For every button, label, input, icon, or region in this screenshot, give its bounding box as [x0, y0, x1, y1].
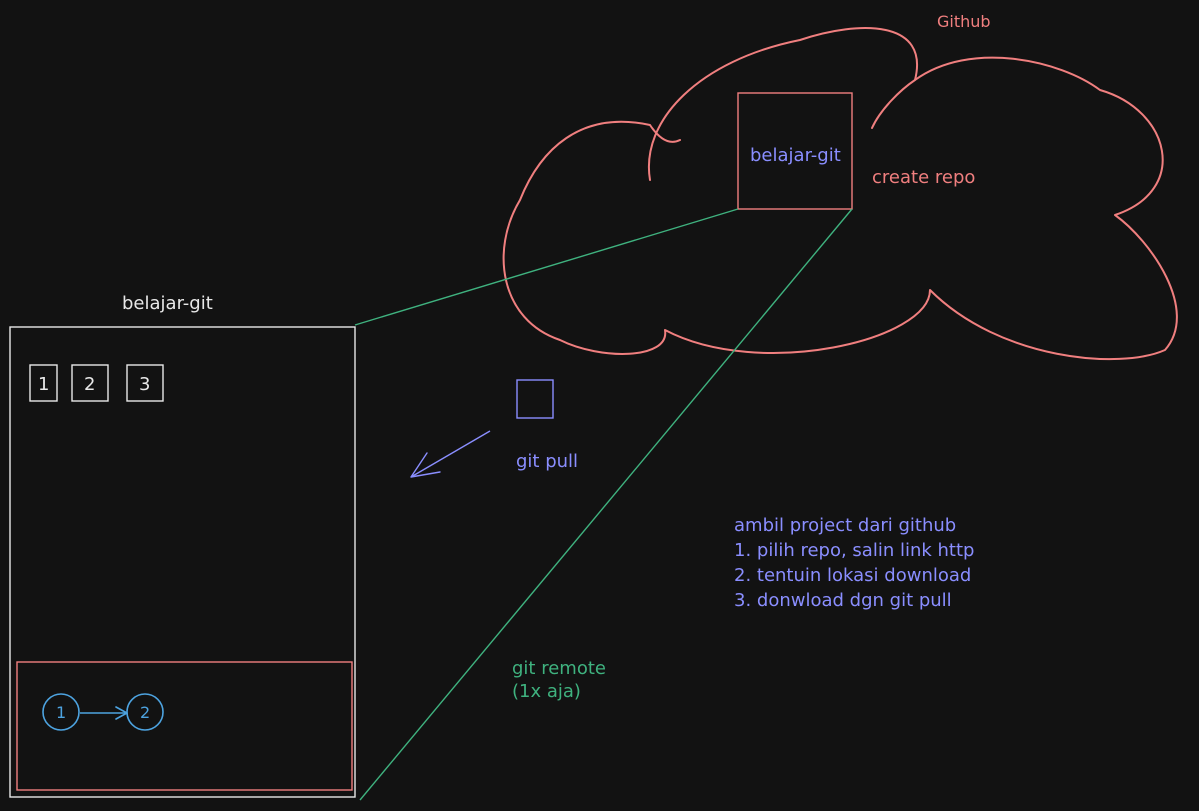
file-label-1: 1: [38, 374, 49, 395]
file-box-3: [126, 364, 164, 402]
local-repo-box: [9, 326, 356, 798]
git-remote-label: git remote: [512, 658, 606, 679]
notes-line-1: ambil project dari github: [734, 515, 956, 536]
cloud-title: Github: [937, 12, 991, 31]
file-label-2: 2: [84, 374, 95, 395]
github-cloud: [502, 27, 1178, 361]
commit-label-1: 1: [56, 703, 66, 722]
cloud-inner-stroke: [871, 79, 916, 129]
git-pull-label: git pull: [516, 451, 578, 472]
pull-box: [516, 379, 554, 419]
commit-node-1: [42, 693, 80, 731]
create-repo-label: create repo: [872, 167, 975, 188]
notes-line-4: 3. donwload dgn git pull: [734, 590, 952, 611]
notes-line-2: 1. pilih repo, salin link http: [734, 540, 974, 561]
github-repo-label: belajar-git: [750, 145, 841, 166]
file-box-2: [71, 364, 109, 402]
notes-line-3: 2. tentuin lokasi download: [734, 565, 971, 586]
commit-arrow-head: [115, 706, 128, 720]
commit-label-2: 2: [140, 703, 150, 722]
github-repo-box: [737, 92, 853, 210]
file-label-3: 3: [139, 374, 150, 395]
local-repo-title: belajar-git: [122, 293, 213, 314]
pull-arrow-head: [410, 452, 441, 478]
connector-line-top: [354, 208, 739, 326]
file-box-1: [29, 364, 58, 402]
commit-history-box: [16, 661, 353, 791]
git-remote-note: (1x aja): [512, 681, 581, 702]
pull-arrow-line: [410, 430, 491, 478]
commit-node-2: [126, 693, 164, 731]
connector-line-bottom: [359, 208, 853, 801]
